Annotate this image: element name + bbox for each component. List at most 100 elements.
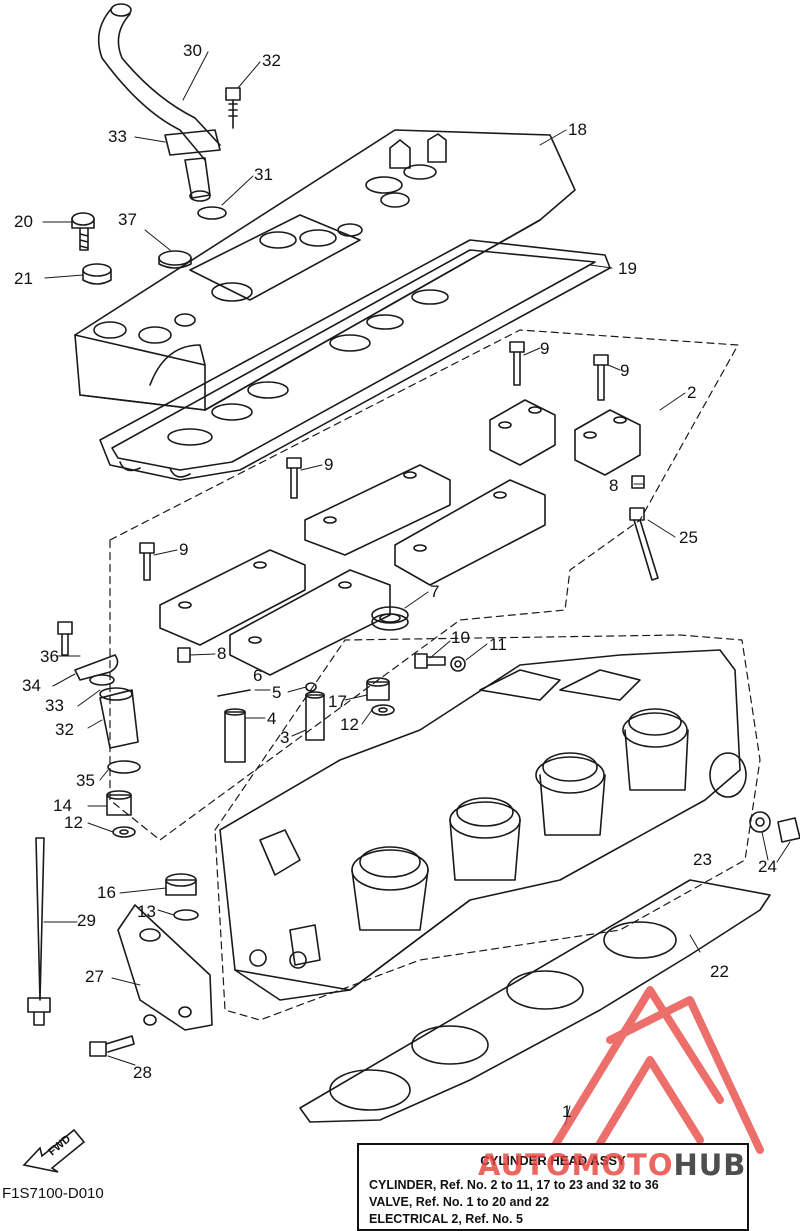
gasket-22 [749,811,771,833]
callout-32: 32 [55,720,74,739]
note-title: CYLINDER HEAD ASSY [480,1153,626,1168]
assembly-note-box: CYLINDER HEAD ASSY CYLINDER, Ref. No. 2 … [357,1143,749,1231]
bolt-19 [71,212,95,251]
fwd-arrow-icon: FWD [22,1128,86,1173]
callout-28: 30 [183,41,202,60]
cap-15 [366,677,390,701]
callout-12-b: 12 [64,813,83,832]
bolt-24 [629,507,659,581]
callout-7: 7 [430,582,440,601]
dowel-8-a [631,475,645,489]
bracket-25 [117,904,213,1031]
callout-17: 18 [568,120,587,139]
leader-lines [42,51,791,1126]
callout-12-a: 12 [340,715,359,734]
callout-10: 10 [451,628,470,647]
breather-hose [97,3,221,202]
cylinder-head [219,649,747,1001]
callout-4: 4 [267,709,277,728]
note-line-1: CYLINDER, Ref. No. 2 to 11, 17 to 23 and… [369,1178,659,1192]
grommet-20 [82,263,112,285]
callout-1: 1 [562,1102,572,1121]
camshaft-cap-mid [304,464,546,586]
head-gasket-21 [299,879,771,1123]
bolt-26 [89,1035,135,1057]
callout-18: 19 [618,259,637,278]
nut-16 [165,873,197,896]
washer-13 [173,909,199,921]
valve-guide-4 [224,708,246,763]
gasket-34 [74,654,119,681]
seal-7 [371,606,409,631]
camshaft-cap-left [159,549,391,676]
callout-36: 36 [40,647,59,666]
o-ring-29 [197,206,227,220]
watermark-part-1: AUTOMOTO [478,1148,674,1182]
diagram-code: F1S7100-D010 [2,1185,104,1202]
callout-22: 23 [693,850,712,869]
watermark-text: AUTOMOTOHUB [478,1148,746,1182]
callout-29: 31 [254,165,273,184]
callout-9-c: 9 [324,455,334,474]
bolt-9-a [509,341,525,386]
callout-35: 35 [76,771,95,790]
callout-31: 33 [108,127,127,146]
pin-6 [217,689,251,697]
callout-30: 32 [262,51,281,70]
callout-20: 21 [14,269,33,288]
dowel-8-b [177,647,191,663]
holder-32 [99,687,139,749]
callout-14: 14 [53,796,72,815]
callout-26: 28 [133,1063,152,1082]
callout-9-a: 9 [540,339,550,358]
cap-14 [106,790,132,816]
washer-12-b [112,826,136,838]
plug-37 [158,250,192,269]
callout-37: 37 [118,210,137,229]
camshaft-cap-right-b [574,409,641,476]
bolt-30 [225,87,241,129]
callout-11: 11 [489,635,507,654]
washer-11 [450,656,466,672]
callout-2: 2 [687,383,697,402]
note-line-3: ELECTRICAL 2, Ref. No. 5 [369,1212,523,1226]
o-ring-35 [107,760,141,774]
bolt-10 [414,653,446,669]
valve-guide-3 [305,691,325,741]
callout-13: 13 [137,902,156,921]
camshaft-cap-right-a [489,399,556,466]
callout-34: 34 [22,676,41,695]
watermark-logo [536,986,764,1174]
callout-9-b: 9 [620,361,630,380]
callout-21: 22 [710,962,729,981]
callout-27: 29 [77,911,96,930]
callout-23: 24 [758,857,777,876]
callout-24: 25 [679,528,698,547]
callout-16: 16 [97,883,116,902]
note-line-2: VALVE, Ref. No. 1 to 20 and 22 [369,1195,550,1209]
callout-19: 20 [14,212,33,231]
callout-25: 27 [85,967,104,986]
callout-9-d: 9 [179,540,189,559]
cover-gasket [99,239,611,481]
camcap-group-outline [109,329,739,841]
callout-15: 17 [328,692,347,711]
bolt-9-b [593,354,609,401]
callout-5: 5 [272,683,282,702]
bolt-36 [57,621,73,656]
callout-8-a: 8 [609,476,619,495]
bolt-9-d [139,542,155,581]
watermark-part-2: HUB [673,1148,747,1182]
washer-33 [89,674,115,686]
plug-23 [777,817,800,843]
cable-tie-27 [27,837,51,1026]
bolt-9-c [286,457,302,499]
callout-6: 6 [253,666,263,685]
callout-8-b: 8 [217,644,227,663]
head-cover [74,129,576,411]
callout-3: 3 [280,728,290,747]
callout-33: 33 [45,696,64,715]
washer-12-a [371,704,395,716]
